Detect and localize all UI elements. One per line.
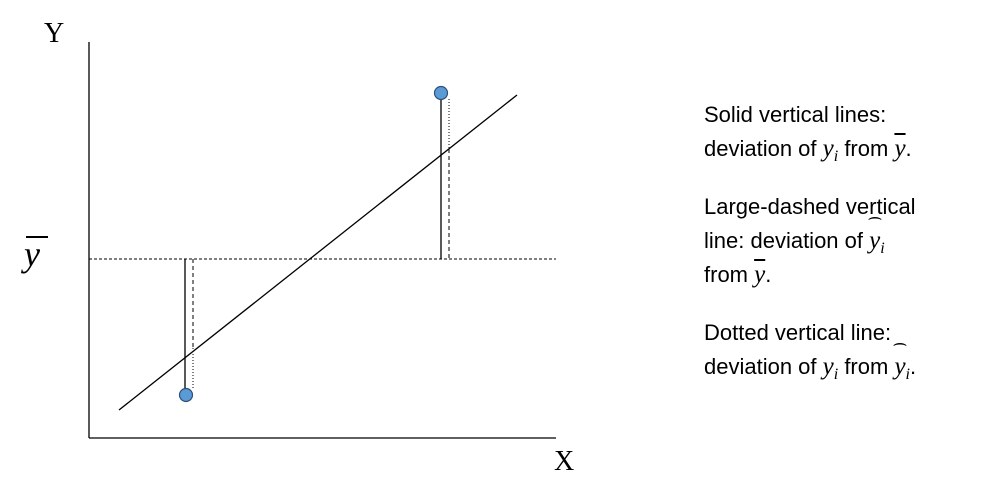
legend-dashed-line3: from y. bbox=[704, 258, 994, 292]
subscript-i: i bbox=[905, 366, 910, 383]
from-text: from bbox=[838, 354, 895, 379]
data-point-left bbox=[178, 387, 194, 403]
subscript-i: i bbox=[833, 366, 839, 383]
legend-dashed-line2: line: deviation of yi bbox=[704, 224, 994, 258]
legend-dotted: Dotted vertical line: deviation of yi fr… bbox=[704, 316, 994, 384]
subscript-i: i bbox=[833, 148, 839, 165]
legend-solid-line2: deviation of yi from y. bbox=[704, 132, 994, 166]
y-bar-symbol: y bbox=[754, 261, 766, 288]
y-hat-i-symbol: yi bbox=[869, 227, 885, 257]
legend-dotted-line1: Dotted vertical line: bbox=[704, 320, 892, 345]
y-hat-symbol: y bbox=[894, 350, 905, 384]
y-hat-i-symbol: yi bbox=[894, 353, 910, 383]
from-text: from bbox=[838, 136, 895, 161]
legend-solid: Solid vertical lines: deviation of yi fr… bbox=[704, 98, 994, 166]
period: . bbox=[765, 262, 772, 287]
y-hat-symbol: y bbox=[869, 224, 880, 258]
scatter-plot: Y X y bbox=[21, 18, 574, 477]
legend-solid-line1: Solid vertical lines: bbox=[704, 102, 887, 127]
x-axis-label: X bbox=[554, 446, 574, 477]
y-symbol: y bbox=[822, 135, 834, 162]
data-point-right bbox=[433, 85, 449, 101]
period: . bbox=[905, 136, 912, 161]
legend-dashed: Large-dashed vertical line: deviation of… bbox=[704, 190, 994, 292]
from-text: from bbox=[704, 262, 755, 287]
legend-dashed-line1: Large-dashed vertical bbox=[704, 194, 916, 219]
legend-dotted-text: deviation of bbox=[704, 354, 823, 379]
y-symbol: y bbox=[822, 353, 834, 380]
subscript-i: i bbox=[880, 240, 885, 257]
period: . bbox=[910, 354, 917, 379]
y-axis-label: Y bbox=[44, 18, 64, 49]
y-i-symbol: yi bbox=[822, 353, 839, 383]
y-i-symbol: yi bbox=[822, 135, 839, 165]
legend-solid-text: deviation of bbox=[704, 136, 823, 161]
regression-line bbox=[118, 94, 518, 411]
legend-dotted-line2: deviation of yi from yi. bbox=[704, 350, 994, 384]
y-mean-label: y bbox=[21, 234, 40, 274]
y-bar-symbol: y bbox=[894, 135, 906, 162]
legend-text: Solid vertical lines: deviation of yi fr… bbox=[704, 98, 994, 384]
legend-dashed-text: line: deviation of bbox=[704, 228, 870, 253]
